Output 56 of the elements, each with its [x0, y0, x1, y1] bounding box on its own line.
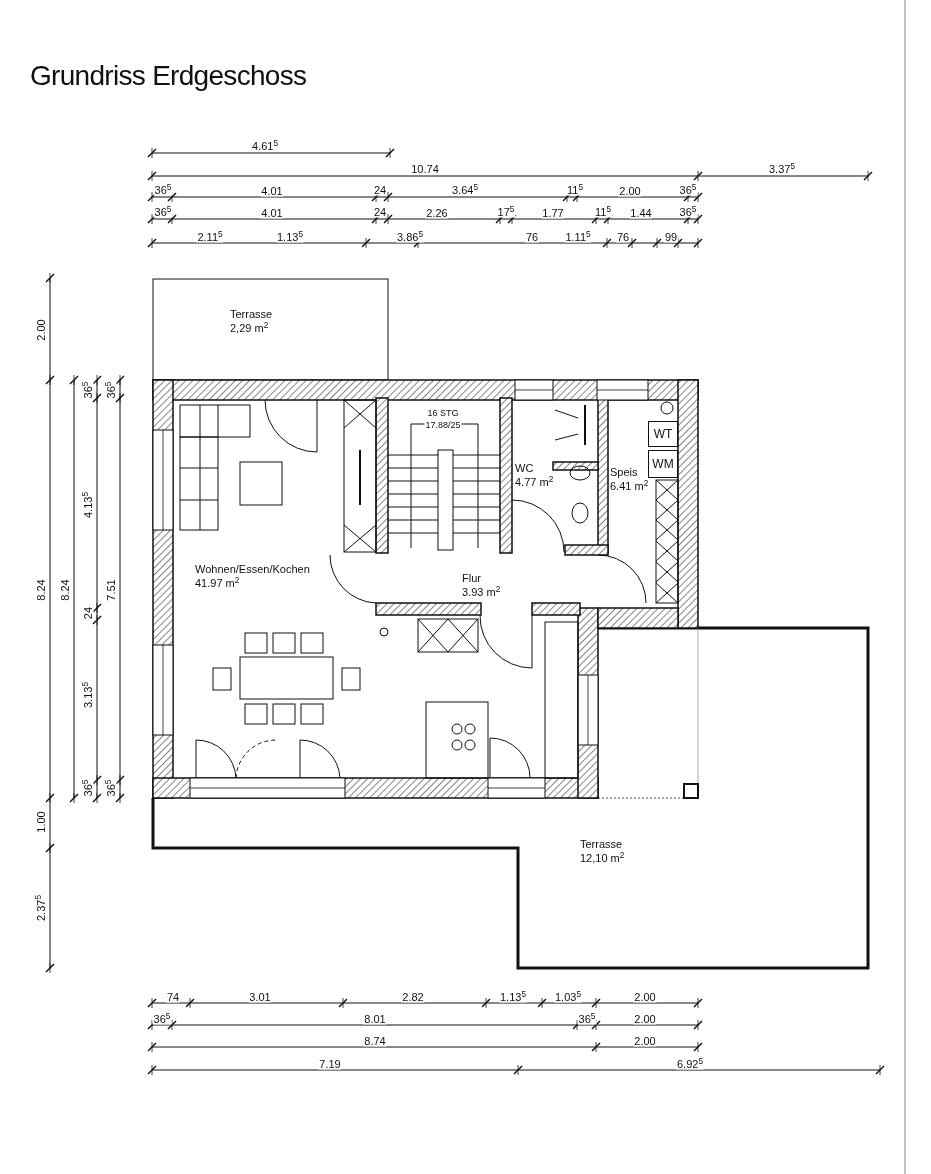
- stair-annotation: 16 STG: [426, 408, 460, 418]
- stair-annotation: 17.88/25: [424, 420, 462, 430]
- dimension-label: 74: [165, 991, 181, 1003]
- dimension-label: 8.01: [363, 1013, 387, 1025]
- dimension-label: 36$^{5}$: [153, 184, 173, 196]
- dimension-label: 4.01: [260, 207, 284, 219]
- dimension-label: 8.74: [363, 1035, 387, 1047]
- dimension-label: 2.26: [425, 207, 449, 219]
- room-label: Flur 3.93 m$^{2}$: [462, 572, 522, 608]
- room-label: Wohnen/Essen/Kochen 41.97 m$^{2}$: [195, 563, 335, 599]
- room-label: Terrasse 2,29 m$^{2}$: [230, 308, 314, 346]
- dimension-label: 1.77: [541, 207, 565, 219]
- dimension-label: 7.19: [318, 1058, 342, 1070]
- dimension-label: 99: [663, 231, 679, 243]
- appliance-box: WT: [648, 421, 678, 447]
- drawing-title: Grundriss Erdgeschoss: [30, 59, 307, 93]
- room-label: WC 4.77 m$^{2}$: [515, 462, 565, 498]
- dimension-label: 36$^{5}$: [678, 184, 698, 196]
- dimension-label: 24: [82, 605, 94, 621]
- dimension-label: 36$^{5}$: [153, 206, 173, 218]
- dimension-label: 2.00: [618, 185, 642, 197]
- dimension-label: 76: [524, 231, 540, 243]
- dimension-label: 2.00: [633, 1013, 657, 1025]
- dimension-label: 3.64$^{5}$: [451, 184, 479, 196]
- dimension-label: 11$^{5}$: [594, 206, 612, 218]
- dimension-label: 7.51: [105, 578, 117, 602]
- dimension-label: 1.00: [35, 810, 47, 834]
- dimension-label: 1.03$^{5}$: [554, 991, 582, 1003]
- dimension-label: 6.92$^{5}$: [676, 1058, 704, 1070]
- dimension-label: 3.01: [248, 991, 272, 1003]
- room-label: Terrasse 12,10 m$^{2}$: [580, 838, 656, 876]
- dimension-label: 2.00: [35, 318, 47, 342]
- dimension-label: 3.37$^{5}$: [768, 163, 796, 175]
- dimension-label: 1.13$^{5}$: [276, 231, 304, 243]
- dimension-label: 36$^{5}$: [152, 1013, 172, 1025]
- dimension-label: 2.00: [633, 1035, 657, 1047]
- dimension-label: 24: [372, 206, 388, 218]
- dimension-label: 2.00: [633, 991, 657, 1003]
- dimension-label: 10.74: [410, 163, 440, 175]
- dimension-label: 36$^{5}$: [678, 206, 698, 218]
- appliance-box: WM: [648, 450, 678, 478]
- dimension-label: 8.24: [59, 578, 71, 602]
- dimension-label: 2.82: [401, 991, 425, 1003]
- dimension-label: 24: [372, 184, 388, 196]
- dimension-label: 17$^{5}$: [496, 206, 516, 218]
- dimension-label: 2.11$^{5}$: [196, 231, 224, 243]
- dimension-label: 1.44: [629, 207, 653, 219]
- dimension-label: 4.01: [260, 185, 284, 197]
- dimension-label: 4.61$^{5}$: [251, 140, 279, 152]
- dimension-label: 3.86$^{5}$: [396, 231, 424, 243]
- dimension-label: 11$^{5}$: [566, 184, 584, 196]
- dimension-label: 76: [615, 231, 631, 243]
- dimension-label: 1.13$^{5}$: [499, 991, 527, 1003]
- dimension-label: 1.11$^{5}$: [564, 231, 592, 243]
- dimension-label: 36$^{5}$: [577, 1013, 597, 1025]
- dimension-label: 8.24: [35, 578, 47, 602]
